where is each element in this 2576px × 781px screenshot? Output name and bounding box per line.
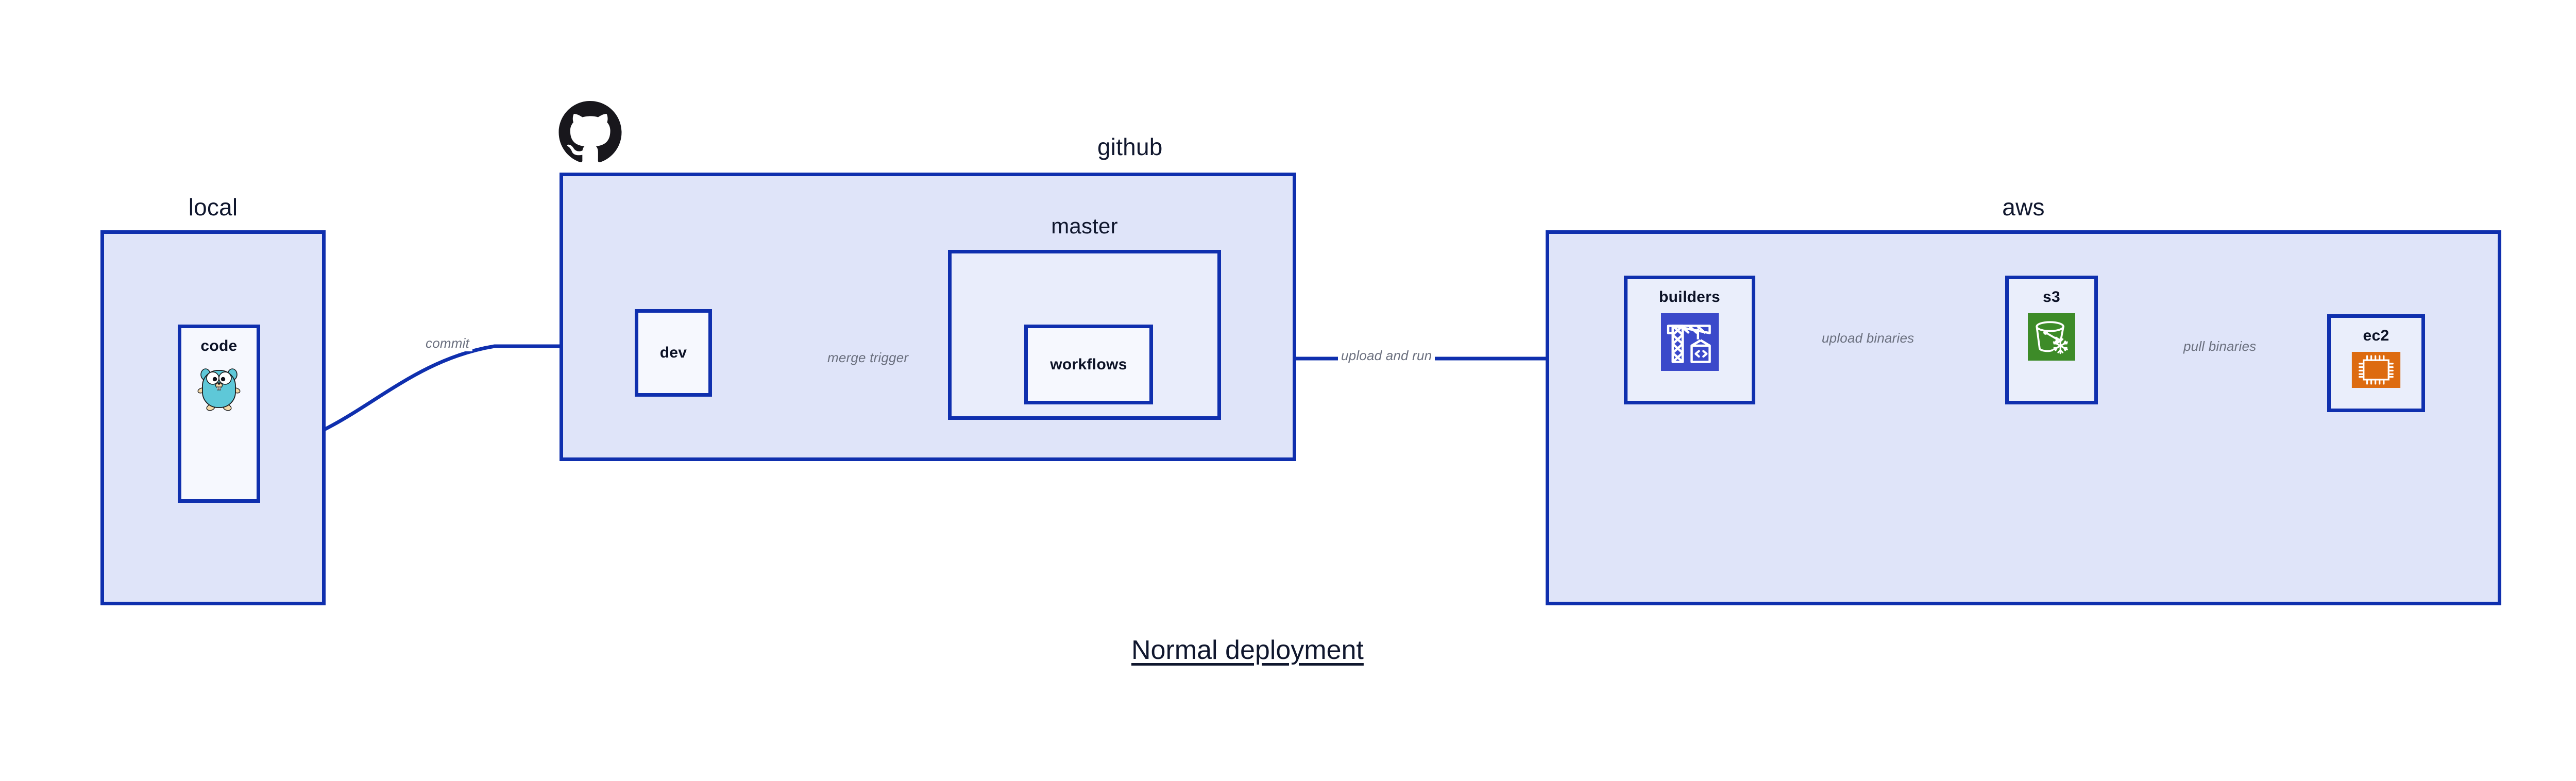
group-title-aws: aws bbox=[2002, 194, 2045, 220]
node-dev[interactable]: dev bbox=[635, 309, 712, 397]
group-title-master: master bbox=[1051, 214, 1118, 238]
node-dev-label: dev bbox=[659, 344, 687, 361]
edge-label-merge-trigger: merge trigger bbox=[824, 350, 912, 366]
edge-label-pull-binaries: pull binaries bbox=[2180, 338, 2260, 354]
node-workflows[interactable]: workflows bbox=[1024, 325, 1153, 404]
node-workflows-label: workflows bbox=[1050, 355, 1127, 373]
node-builders-label: builders bbox=[1658, 288, 1721, 305]
edge-label-upload-and-run: upload and run bbox=[1338, 348, 1435, 364]
aws-s3-glacier-bucket-icon bbox=[2028, 313, 2075, 361]
diagram-caption: Normal deployment bbox=[1131, 635, 1364, 665]
group-title-local: local bbox=[188, 194, 238, 220]
node-s3[interactable]: s3 bbox=[2005, 276, 2098, 404]
node-ec2[interactable]: ec2 bbox=[2327, 314, 2425, 412]
edge-label-upload-binaries: upload binaries bbox=[1819, 330, 1918, 346]
node-code-label: code bbox=[200, 337, 238, 354]
node-builders[interactable]: builders bbox=[1624, 276, 1755, 404]
github-octocat-icon bbox=[558, 101, 622, 164]
go-gopher-icon bbox=[197, 362, 241, 412]
aws-codebuild-icon bbox=[1660, 313, 1719, 371]
node-ec2-label: ec2 bbox=[2363, 327, 2389, 344]
group-title-github: github bbox=[1097, 133, 1163, 160]
edge-label-commit: commit bbox=[422, 335, 472, 351]
node-code[interactable]: code bbox=[178, 325, 260, 503]
aws-ec2-chip-icon bbox=[2351, 352, 2401, 388]
node-s3-label: s3 bbox=[2043, 288, 2060, 305]
